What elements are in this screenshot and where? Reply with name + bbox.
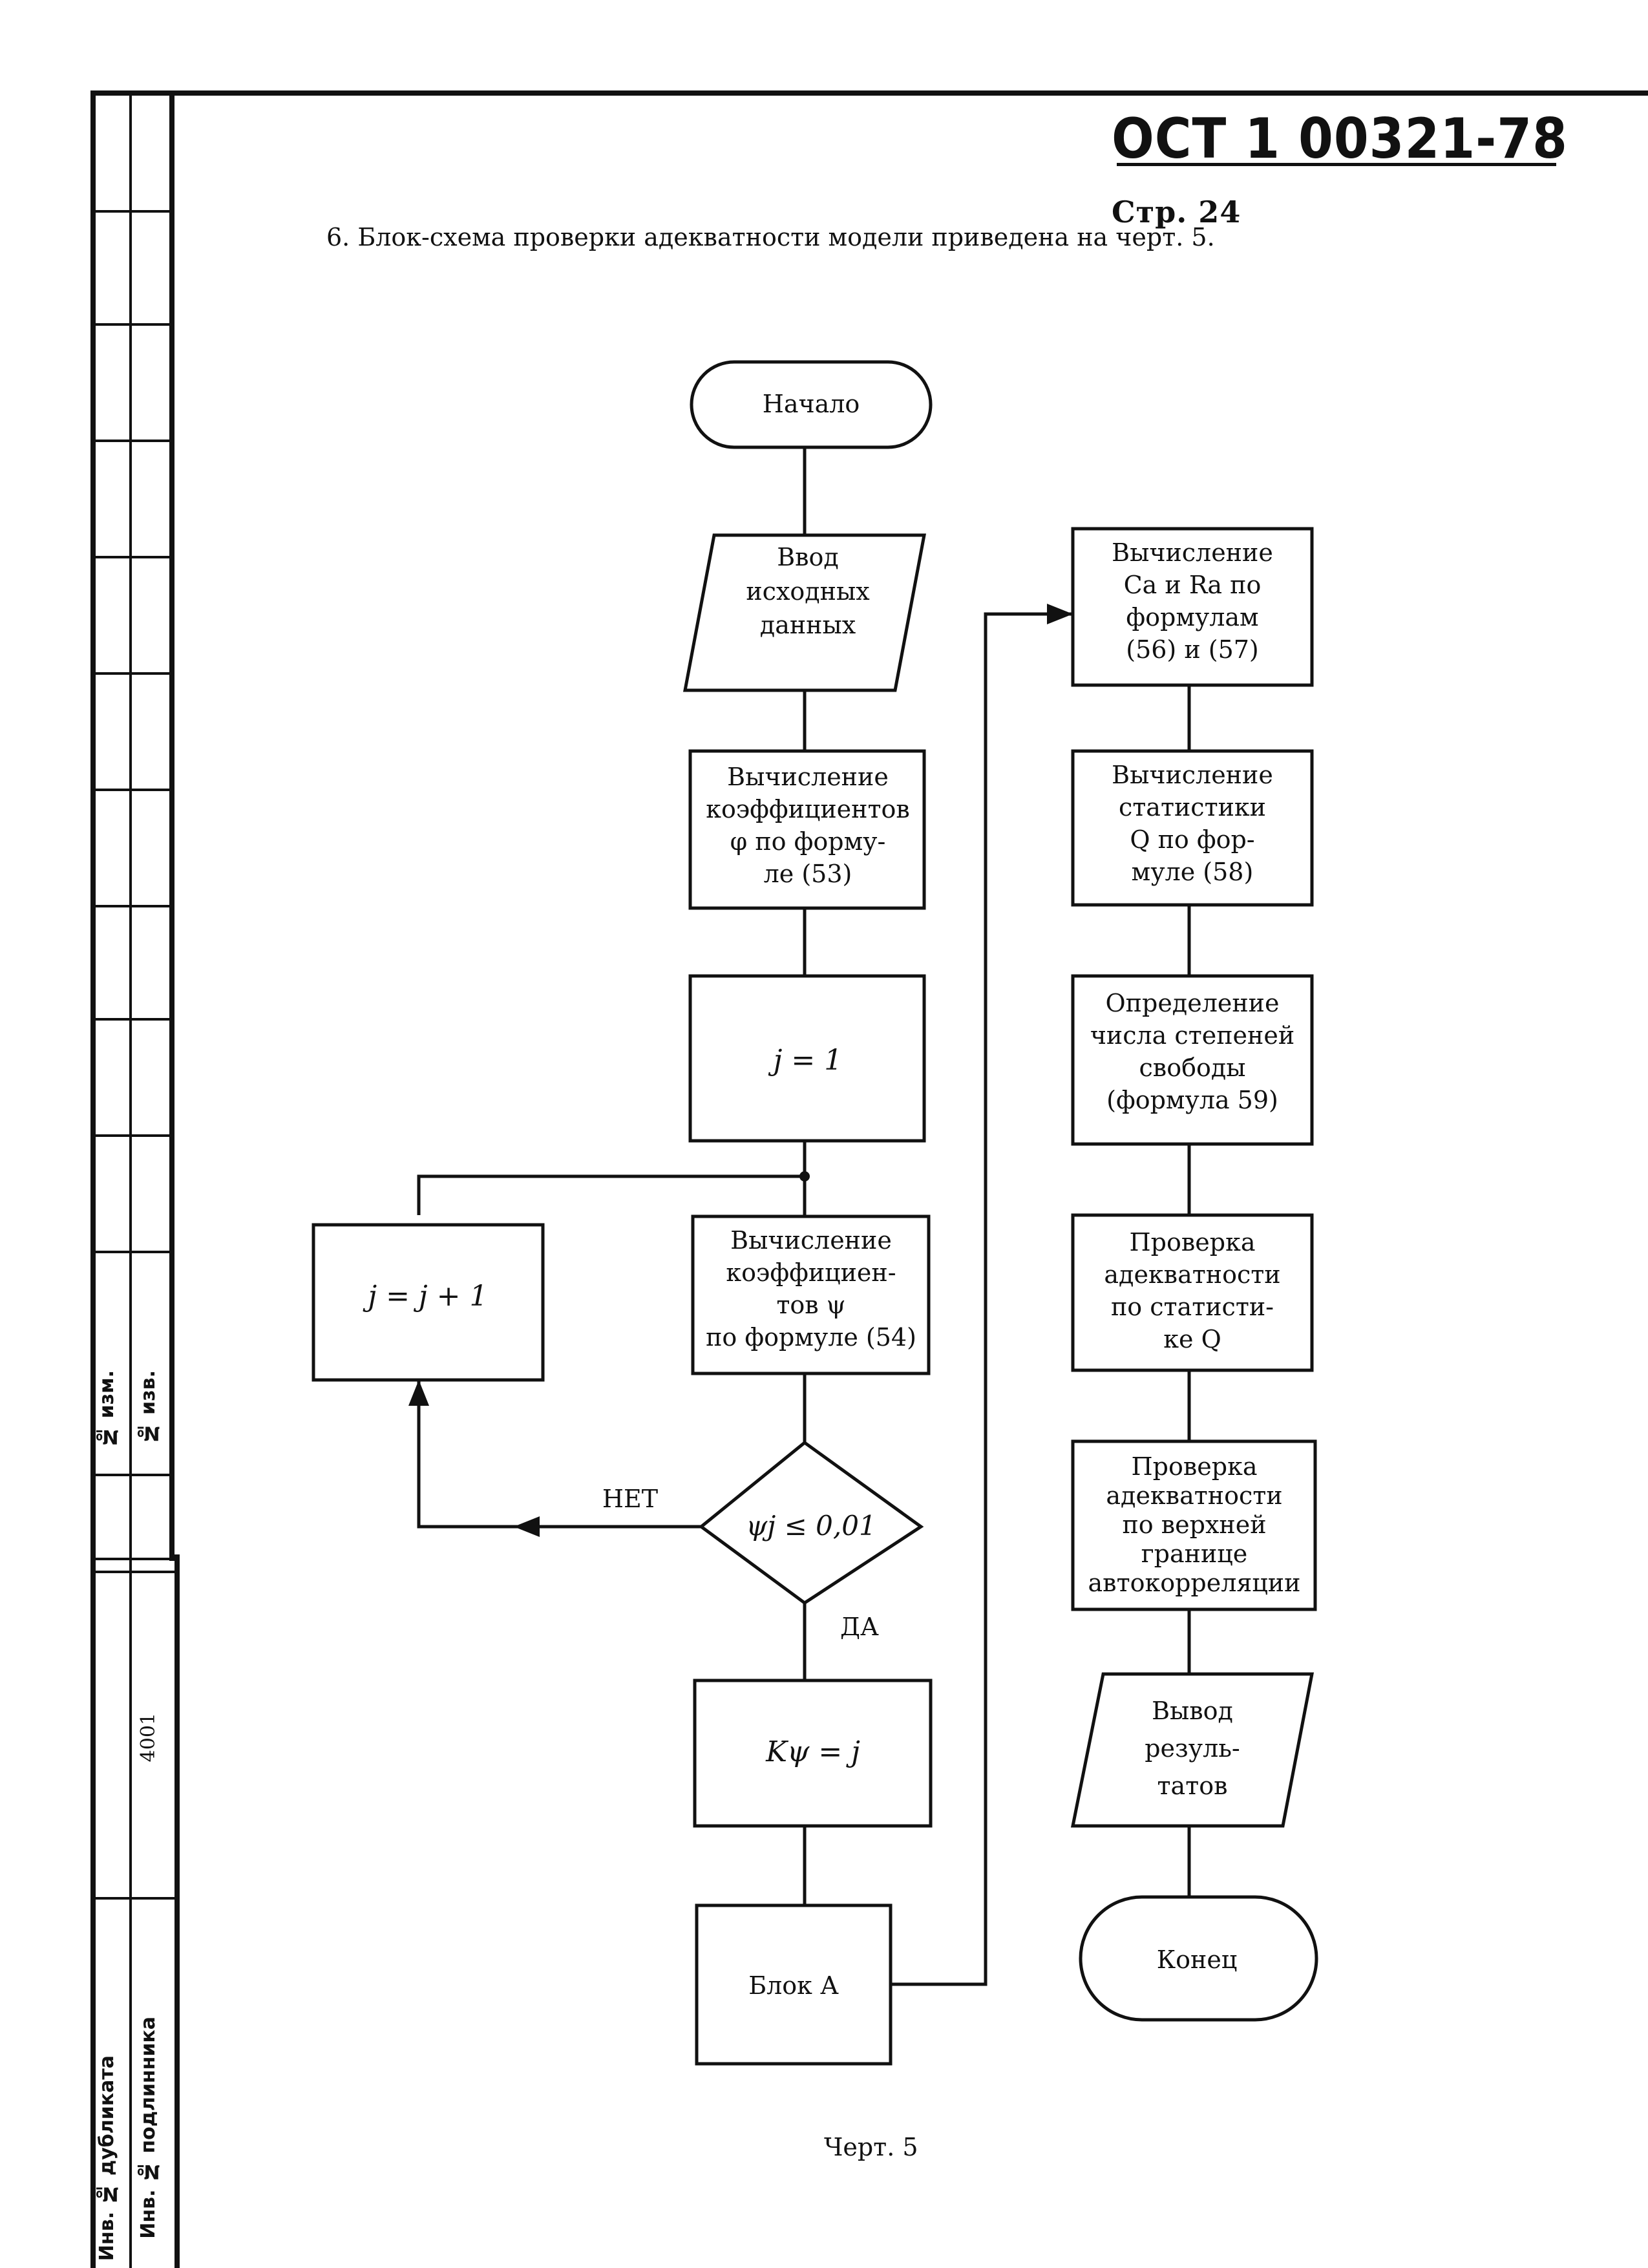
stamp-row-line <box>90 789 174 791</box>
calc-phi-line-3: φ по форму- <box>730 827 886 856</box>
calc-phi-box <box>688 749 926 910</box>
check-q-line-4: ке Q <box>1163 1325 1221 1353</box>
yes-label: ДА <box>840 1613 879 1641</box>
calc-psi-line-3: тов ψ <box>776 1291 845 1319</box>
j-inc-box <box>312 1223 545 1382</box>
intro-text: 6. Блок-схема проверки адекватности моде… <box>326 223 1215 251</box>
frame-top-border <box>90 90 1648 96</box>
j-init-box <box>688 974 926 1143</box>
stamp-row-line <box>90 1018 174 1021</box>
junction-dot <box>799 1171 810 1182</box>
document-number-text: ОСТ 1 00321-78 <box>1112 107 1568 171</box>
frame-left-border <box>90 90 96 2268</box>
start-label: Начало <box>763 390 860 418</box>
calc-psi-line-1: Вычисление <box>730 1226 892 1255</box>
calc-c-r-line-1: Вычисление <box>1112 538 1273 567</box>
calc-q-line-3: Q по фор- <box>1130 825 1254 854</box>
block-a-box <box>695 1903 893 2066</box>
input-parallelogram <box>682 533 927 692</box>
check-q-line-1: Проверка <box>1130 1228 1256 1256</box>
calc-q-line-2: статистики <box>1119 793 1266 821</box>
calc-psi-box <box>691 1214 931 1375</box>
stamp-row-line <box>90 323 174 326</box>
check-auto-line-1: Проверка <box>1132 1452 1258 1481</box>
calc-c-r-line-4: (56) и (57) <box>1126 635 1259 664</box>
stamp-row-line <box>90 905 174 907</box>
check-q-line-2: адекватности <box>1104 1260 1280 1289</box>
check-auto-line-2: адекватности <box>1106 1481 1282 1510</box>
start-terminator <box>690 360 933 449</box>
calc-phi-line-2: коэффициентов <box>706 795 910 823</box>
end-terminator <box>1079 1895 1318 2022</box>
block-a-label: Блок А <box>748 1971 839 2000</box>
calc-c-r-line-3: формулам <box>1126 603 1258 631</box>
decision-label: ψj ≤ 0,01 <box>746 1510 876 1542</box>
check-auto-line-4: границе <box>1141 1540 1247 1568</box>
calc-phi-line-4: ле (53) <box>764 860 852 888</box>
calc-q-line-1: Вычисление <box>1112 761 1273 789</box>
end-label: Конец <box>1157 1945 1238 1974</box>
no-label: НЕТ <box>602 1485 658 1513</box>
calc-psi-line-2: коэффициен- <box>726 1258 896 1287</box>
dof-line-2: числа степеней <box>1090 1021 1294 1050</box>
stamp-row-line <box>90 440 174 442</box>
document-number: ОСТ 1 00321-78 Стр. 24 <box>1112 107 1648 236</box>
stamp-row-line <box>90 672 174 675</box>
calc-psi-line-4: по формуле (54) <box>706 1323 916 1351</box>
dof-line-4: (формула 59) <box>1106 1086 1278 1114</box>
header-rule <box>1117 163 1556 166</box>
decision-diamond <box>698 1440 924 1606</box>
k-psi-box <box>693 1679 933 1828</box>
frame-inner-border-lower <box>174 1554 180 2268</box>
figure-caption: Черт. 5 <box>824 2133 918 2161</box>
stamp-row-line <box>90 1558 180 1560</box>
input-line-1: Ввод <box>777 543 839 571</box>
check-auto-line-3: по верхней <box>1122 1510 1266 1539</box>
input-line-3: данных <box>760 611 856 639</box>
j-inc-label: j = j + 1 <box>363 1280 488 1313</box>
stamp-row-line <box>90 1134 174 1137</box>
output-line-3: татов <box>1157 1772 1228 1800</box>
stamp-row-line <box>90 556 174 558</box>
stamp-column-divider <box>129 90 132 2268</box>
check-auto-line-5: автокорреляции <box>1088 1569 1301 1597</box>
dof-line-3: свободы <box>1139 1054 1246 1082</box>
frame-inner-border <box>169 90 174 1561</box>
calc-phi-line-1: Вычисление <box>727 763 889 791</box>
check-q-line-3: по статисти- <box>1111 1293 1274 1321</box>
page-label: Стр. 24 <box>1112 195 1241 229</box>
check-q-box <box>1071 1213 1314 1372</box>
dof-line-1: Определение <box>1106 989 1280 1017</box>
stamp-row-line <box>90 1474 174 1476</box>
input-line-2: исходных <box>746 577 869 606</box>
check-auto-box <box>1071 1439 1317 1611</box>
calc-q-box <box>1071 749 1314 907</box>
j-init-label: j = 1 <box>768 1044 842 1077</box>
calc-c-r-box <box>1071 527 1314 687</box>
output-line-1: Вывод <box>1152 1697 1233 1725</box>
calc-c-r-line-2: Cа и Rа по <box>1124 571 1262 599</box>
dof-box <box>1071 974 1314 1146</box>
stamp-row-line <box>90 1251 174 1253</box>
k-psi-label: Kψ = j <box>765 1735 860 1768</box>
stamp-row-line <box>90 1897 180 1900</box>
stamp-row-line <box>90 210 174 213</box>
calc-q-line-4: муле (58) <box>1132 858 1254 886</box>
output-parallelogram <box>1070 1672 1315 1828</box>
output-line-2: резуль- <box>1145 1734 1240 1763</box>
stamp-row-line <box>90 1571 180 1573</box>
